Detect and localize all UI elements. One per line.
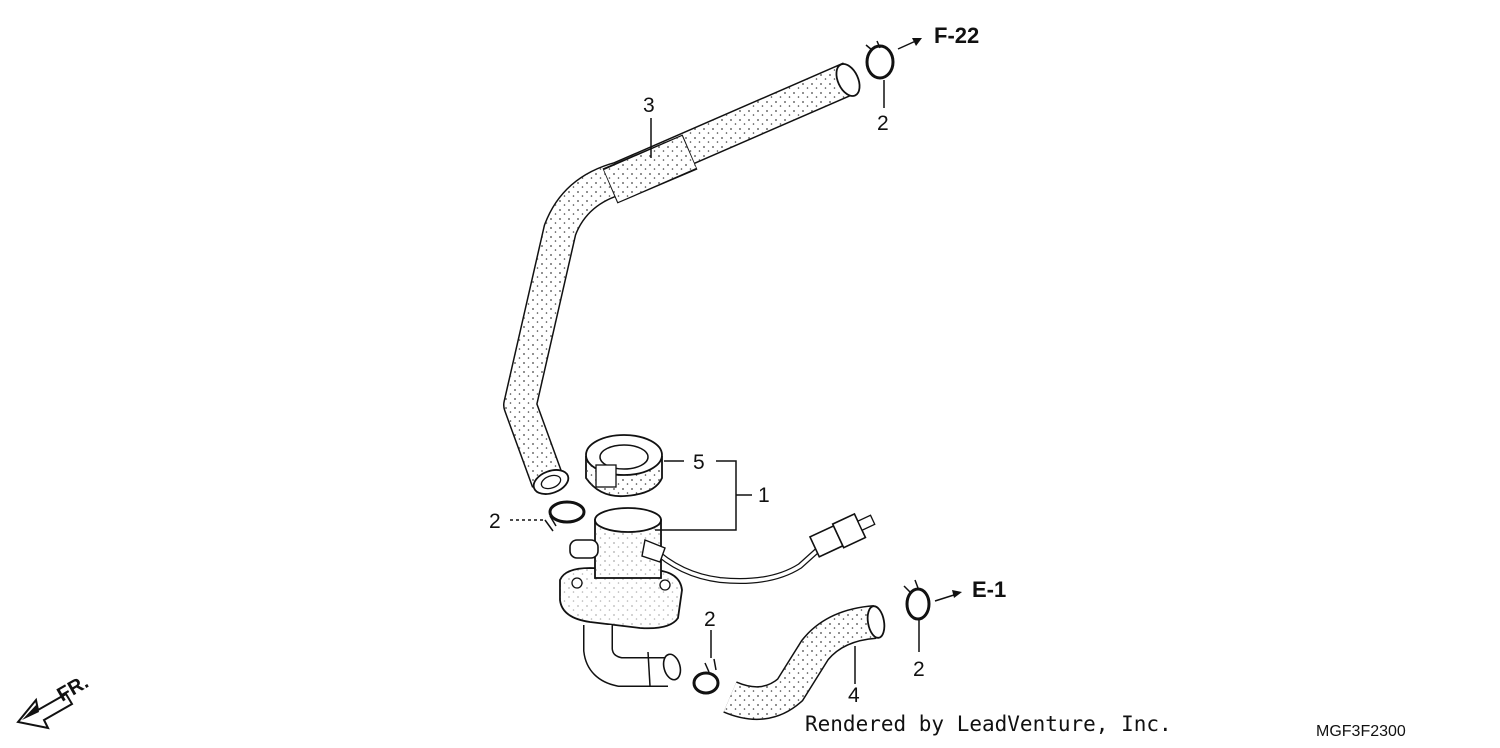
hose-part-3 — [503, 62, 861, 495]
leader-lines — [510, 38, 962, 684]
label-part-5: 5 — [693, 451, 705, 474]
ref-e1: E-1 — [972, 577, 1006, 602]
credit-text: Rendered by LeadVenture, Inc. — [805, 712, 1172, 736]
hose-clip-left — [544, 500, 586, 532]
label-part-1: 1 — [758, 484, 770, 507]
hose-clip-bottom — [692, 658, 720, 695]
label-part-2-bottom: 2 — [704, 608, 716, 631]
label-part-2-left: 2 — [489, 510, 501, 533]
label-part-2-right: 2 — [913, 658, 925, 681]
hose-clip-right — [903, 579, 931, 621]
front-arrow-icon — [16, 692, 74, 730]
label-part-4: 4 — [848, 684, 860, 707]
rubber-mount-part-5 — [585, 434, 663, 498]
label-part-2-top: 2 — [877, 112, 889, 135]
hose-clip-top — [865, 40, 895, 80]
hose-part-4 — [723, 605, 886, 721]
ref-f22: F-22 — [934, 23, 979, 48]
label-part-3: 3 — [643, 94, 655, 117]
diagram-code: MGF3F2300 — [1316, 723, 1406, 740]
air-injection-valve-part-1 — [559, 507, 876, 687]
